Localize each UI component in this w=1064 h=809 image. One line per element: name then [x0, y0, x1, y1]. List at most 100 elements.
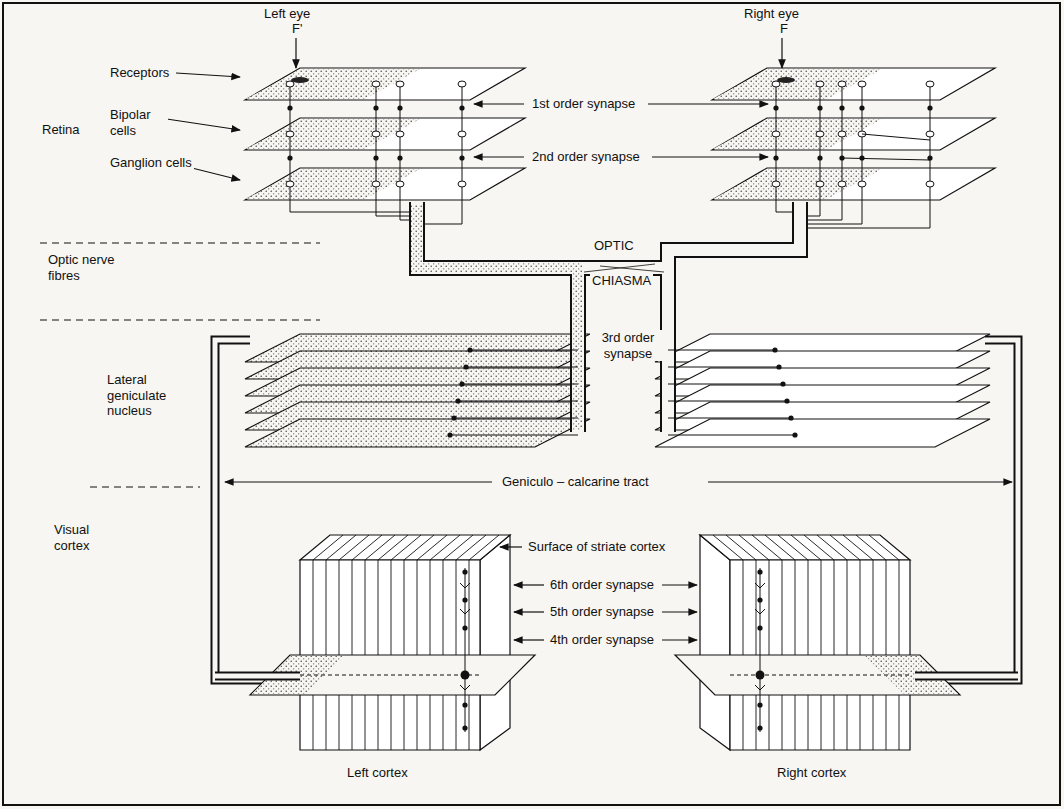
- synapse-dot: [859, 105, 864, 110]
- divider: [40, 320, 320, 321]
- synapse-dot: [817, 155, 822, 160]
- synapse-label: 2nd order synapse: [530, 149, 642, 165]
- cortex-lamina: [752, 535, 782, 560]
- tract-fibre: [668, 401, 787, 402]
- cell-body: [396, 181, 404, 187]
- dendrite: [460, 609, 470, 614]
- synapse-dot: [459, 155, 464, 160]
- synapse-dot: [287, 155, 292, 160]
- tract-fibre: [466, 367, 578, 368]
- stippled-fibres: [411, 205, 423, 265]
- pathway-drawing: [40, 38, 1019, 750]
- cell-body: [816, 181, 824, 187]
- cortex-lamina: [339, 535, 369, 560]
- stippled-region: [246, 69, 420, 99]
- leader-arrow: [648, 103, 768, 104]
- dendrite: [460, 685, 470, 690]
- frame: [3, 3, 1060, 805]
- synapse-dot: [757, 569, 762, 574]
- cortex-lamina: [456, 535, 486, 560]
- leader-arrow: [662, 611, 697, 612]
- region-label: Optic nerve fibres: [46, 252, 120, 283]
- cortex-lamina: [856, 535, 886, 560]
- synapse-dot: [455, 398, 460, 403]
- retina-layer: [712, 118, 995, 150]
- layer-label: Ganglion cells: [108, 155, 194, 171]
- stippled-region: [246, 169, 420, 199]
- cortex-side: [480, 535, 510, 750]
- synapse-dot: [757, 597, 762, 602]
- synapse-dot: [756, 671, 765, 680]
- cell-body: [816, 81, 824, 87]
- synapse-dot: [784, 398, 789, 403]
- horizontal-cell: [862, 134, 930, 140]
- cortex-top: [700, 535, 910, 560]
- layer-label: Receptors: [108, 65, 171, 81]
- cell-body: [396, 81, 404, 87]
- section-edge: [300, 675, 480, 676]
- leader-arrow: [662, 584, 697, 585]
- synapse-dot: [459, 105, 464, 110]
- cell-body: [838, 131, 846, 137]
- tract-label: Geniculo – calcarine tract: [500, 474, 651, 490]
- synapse-label: 6th order synapse: [548, 577, 656, 593]
- leader-arrow: [295, 38, 296, 68]
- synapse-dot: [776, 364, 781, 369]
- leader-arrow: [500, 546, 522, 547]
- cell-body: [372, 181, 380, 187]
- cell-body: [926, 81, 934, 87]
- cortex-lamina: [469, 535, 499, 560]
- cortex-lamina: [778, 535, 808, 560]
- synapse-dot: [839, 105, 844, 110]
- cortex-lamina: [365, 535, 395, 560]
- geniculo-calcarine-tract: [915, 340, 1018, 680]
- cell-body: [286, 81, 294, 87]
- cell-body: [838, 81, 846, 87]
- geniculo-calcarine-tract: [215, 340, 300, 680]
- geniculo-calcarine-tract: [215, 672, 300, 681]
- cell-body: [858, 81, 866, 87]
- divider: [90, 487, 200, 488]
- leader-arrow: [514, 584, 544, 585]
- cell-body: [458, 181, 466, 187]
- synapse-dot: [462, 625, 467, 630]
- horizontal-cell: [842, 158, 930, 160]
- layer-label: Bipolar cells: [108, 107, 168, 138]
- divider: [40, 243, 320, 244]
- stippled-region: [713, 169, 882, 199]
- structure-label: Lateral geniculate nucleus: [105, 372, 209, 419]
- tract-fibre: [668, 418, 791, 419]
- geniculo-calcarine-tract: [915, 340, 1018, 680]
- cortex-lamina: [430, 535, 460, 560]
- cortex-top: [300, 535, 510, 560]
- dendrite: [755, 685, 765, 690]
- synapse-label: 5th order synapse: [548, 604, 656, 620]
- synapse-dot: [397, 105, 402, 110]
- synapse-dot: [757, 725, 762, 730]
- retina-layer: [712, 68, 995, 100]
- leader-arrow: [160, 118, 240, 130]
- ganglion-fibre: [800, 187, 862, 224]
- cortex-lamina: [765, 535, 795, 560]
- fovea-label: F: [778, 21, 790, 37]
- retina-layer: [245, 168, 525, 200]
- cell-body: [396, 131, 404, 137]
- cortex-lamina: [404, 535, 434, 560]
- stippled-region: [713, 69, 882, 99]
- geniculo-calcarine-tract: [214, 674, 300, 679]
- synapse-dot: [373, 105, 378, 110]
- geniculo-calcarine-tract: [915, 674, 1019, 679]
- optic-tract: [572, 262, 584, 432]
- synapse-dot: [462, 702, 467, 707]
- tract-fibre: [470, 350, 578, 351]
- leader-arrow: [474, 156, 524, 157]
- cortex-lamina: [391, 535, 421, 560]
- cell-body: [926, 131, 934, 137]
- retina-layer: [712, 168, 995, 200]
- leader-arrow: [514, 639, 544, 640]
- geniculo-calcarine-tract: [915, 672, 1018, 681]
- optic-nerve: [417, 202, 668, 268]
- cortex-lamina: [843, 535, 873, 560]
- cortex-lamina: [726, 535, 756, 560]
- eye-label: Right eye: [742, 6, 801, 22]
